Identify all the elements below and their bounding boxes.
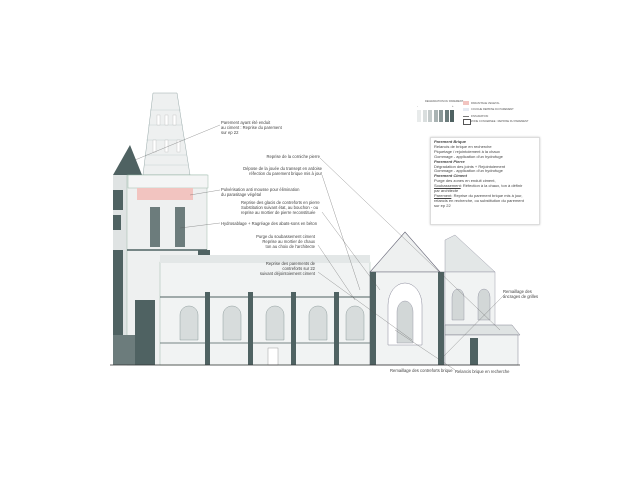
info-line: Dégradation des joints + Rejointoiement — [434, 163, 506, 169]
note-line: Reprise des glacis de contreforts en pie… — [241, 200, 320, 205]
note-line: du parasitage végétal — [221, 192, 262, 197]
note-hydrosablage: Hydrosablage + Ragréage des abats-sons e… — [221, 221, 318, 226]
note-line: Purge du soubassement ciment — [256, 234, 315, 239]
degradation-swatch-3 — [428, 110, 432, 122]
degradation-swatches — [417, 110, 454, 122]
note-line: ancrages de grilles — [503, 294, 539, 299]
note-corniche: Reprise de la corniche pierre — [266, 154, 320, 159]
note-remaillage-brique: Remaillage des contreforts brique — [390, 368, 453, 373]
degradation-swatch-4 — [433, 110, 438, 122]
note-relancis: Relancis brique en recherche — [455, 369, 510, 374]
info-text: : Reprise du parement brique mis à jour, — [451, 192, 523, 198]
legend-fissuration: FISSURATION — [471, 114, 489, 118]
legend-minus: - — [417, 105, 418, 108]
info-underlined: Parement — [434, 192, 452, 198]
note-line: Remaillage des — [503, 289, 532, 294]
note-enduit: Parement ayant été enduit au ciment : Re… — [221, 120, 282, 135]
legend: DEGRADATION DU PAREMENT - + PARASITAGE V… — [415, 100, 530, 132]
info-line: Gommage - application d'un hydrofuge — [434, 153, 503, 159]
info-line: par architecte — [434, 188, 459, 194]
legend-parasitage: PARASITAGE VEGETAL — [471, 101, 500, 105]
brique-title: Parement Brique — [434, 139, 467, 144]
legend-degradation-title: DEGRADATION DU PAREMENT — [425, 100, 464, 103]
note-line: reprise au mortier de pierre reconstitué… — [241, 210, 316, 215]
info-line: Parement: Reprise du parement brique mis… — [434, 192, 536, 199]
info-line: relancis en recherche, ou substitution d… — [434, 197, 524, 203]
degradation-swatch-7 — [450, 110, 454, 122]
note-contreforts: Reprise des parements de contreforts sur… — [260, 261, 315, 276]
info-line: Gommage - application d'un hydrofuge — [434, 168, 503, 174]
info-line: sur ep 22 — [434, 202, 451, 208]
ciment-title: Parement Ciment — [434, 173, 467, 179]
note-jouee: Dépose de la jouée du transept en ardois… — [243, 166, 322, 176]
note-line: Substitution suivant état, au bouchon - … — [241, 205, 319, 210]
note-soubassement: Purge du soubassement ciment Reprise au … — [256, 234, 315, 249]
note-line: Reprise des parements de — [265, 261, 315, 266]
note-line: réfection du parement brique mis à jour — [249, 171, 322, 176]
info-line: Purge des zones en enduit ciment, — [434, 178, 496, 184]
zone-swatch — [463, 119, 471, 125]
note-line: contreforts sur 22 — [282, 266, 315, 271]
pierre-title: Parement Pierre — [434, 158, 465, 164]
degradation-swatch-1 — [417, 110, 421, 122]
note-grilles: Remaillage des ancrages de grilles — [503, 289, 538, 299]
note-line: Reprise au mortier de chaux — [262, 239, 315, 244]
parasitage-swatch — [463, 101, 469, 105]
degradation-swatch-6 — [444, 110, 449, 122]
note-line: sur ep 22 — [221, 130, 239, 135]
note-line: au ciment : Reprise du parement — [221, 125, 282, 130]
transept — [369, 231, 446, 366]
legend-plus: + — [452, 105, 454, 108]
legend-zone: ZONE CONCERNEE : REPRISE DU PAREMENT — [471, 119, 529, 123]
info-text: : Réfection à la chaux, ton à définir — [460, 183, 523, 189]
note-line: suivant déjointoiement ciment — [259, 271, 315, 276]
note-line: Dépose de la jouée du transept en ardois… — [243, 166, 322, 171]
note-line: Pulvérisation anti mousse pour éliminati… — [221, 187, 300, 192]
note-line: ton au choix de l'architecte — [265, 244, 315, 249]
info-underlined: Soubassement — [434, 183, 461, 189]
choir — [444, 234, 521, 366]
info-line: Soubassement: Réfection à la chaux, ton … — [434, 183, 536, 189]
fissuration-swatch — [463, 116, 469, 117]
degradation-swatch-5 — [439, 110, 443, 122]
info-line: Relancis de brique en recherche — [434, 143, 492, 149]
nave — [159, 255, 371, 366]
info-line: Piquetage / rejointoiement à la chaux — [434, 148, 500, 154]
note-mousse: Pulvérisation anti mousse pour éliminati… — [221, 187, 299, 197]
note-line: Parement ayant été enduit — [221, 120, 271, 125]
note-glacis: Reprise des glacis de contreforts en pie… — [241, 200, 320, 215]
reprise-swatch — [463, 108, 469, 111]
turret-roof — [113, 145, 142, 175]
treatment-info-box: Parement Brique Relancis de brique en re… — [430, 137, 540, 225]
leader-lines — [134, 124, 506, 371]
spire — [142, 92, 191, 176]
degradation-swatch-2 — [422, 110, 427, 122]
legend-reprise: COUCHE REPRISE DU PAREMENT — [471, 108, 514, 111]
